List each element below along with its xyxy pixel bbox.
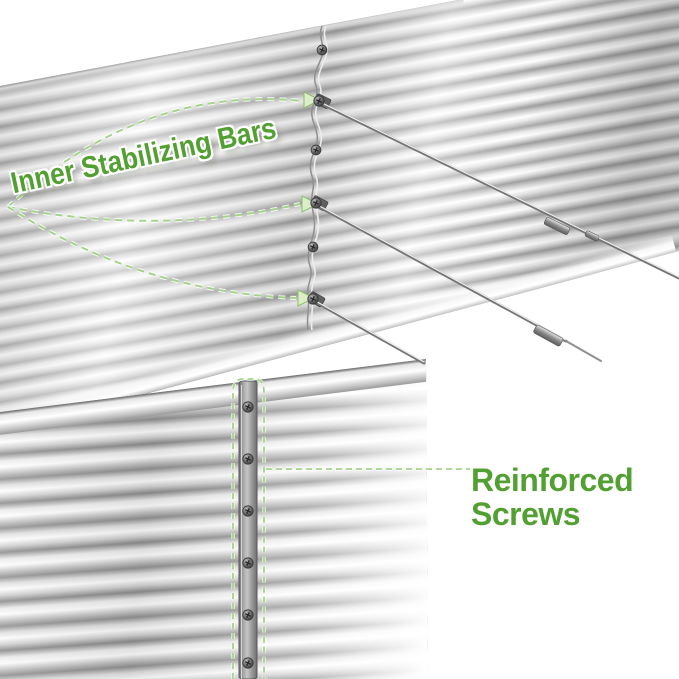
screw-head-icon — [242, 453, 254, 465]
bar-threaded-tip — [565, 340, 602, 362]
callout-curve-bottom — [7, 206, 297, 299]
screw-head-icon — [242, 557, 254, 569]
screw-head-icon — [310, 144, 322, 156]
wall-seam-screws — [307, 44, 328, 305]
screw-head-icon — [242, 657, 254, 669]
screw-head-icon — [307, 241, 319, 253]
stabilizer-bar-3 — [310, 298, 426, 365]
callout-arrow-middle-icon — [301, 195, 320, 213]
screw-head-icon — [316, 44, 328, 56]
stabilizer-bar-1 — [316, 100, 679, 280]
reinforced-screws-callout — [231, 377, 470, 679]
wall-seam-line — [306, 25, 328, 331]
screw-head-icon — [310, 197, 322, 209]
strip-outline — [232, 378, 265, 679]
bar-coupling — [533, 324, 564, 347]
reinforced-screws-label: Reinforced Screws — [471, 462, 634, 532]
screw-head-icon — [307, 293, 319, 305]
screw-head-icon — [242, 505, 254, 517]
screw-head-icon — [242, 401, 254, 413]
screw-strip-closeup-photo — [0, 359, 428, 679]
bar-coupling — [584, 230, 600, 242]
callout-curve-top — [7, 98, 303, 208]
bar-coupling — [543, 217, 571, 235]
callout-arrow-top-icon — [303, 91, 322, 109]
stabilizing-bars-callout-lens — [6, 91, 322, 307]
screw-head-icon — [242, 609, 254, 621]
stabilizer-bar-2 — [312, 202, 602, 362]
screw-head-icon — [313, 95, 325, 107]
callout-curve-middle — [7, 203, 301, 222]
callout-arrow-bottom-icon — [297, 289, 316, 307]
panel-seam-strip — [238, 380, 258, 679]
